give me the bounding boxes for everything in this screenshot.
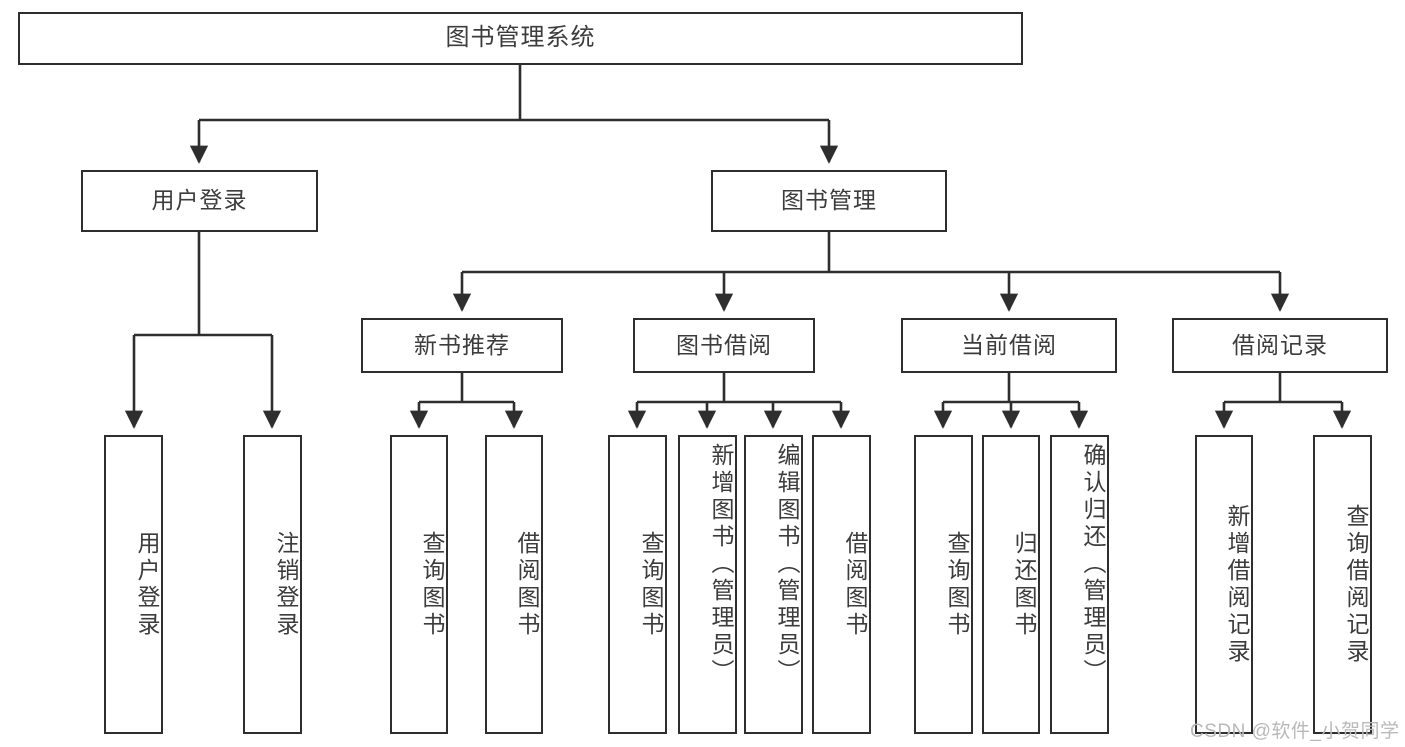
node-leaf-query-book-3-label: 查询图书 [944, 530, 970, 639]
node-new-book-rec[interactable]: 新书推荐 [361, 318, 563, 373]
leaf-text-wrap: 借阅图书 [814, 437, 869, 732]
node-leaf-borrow-book-2-label: 借阅图书 [842, 530, 868, 639]
node-leaf-add-book-label: 新增图书（管理员） [708, 443, 734, 686]
node-leaf-return-book[interactable]: 归还图书 [982, 435, 1040, 734]
node-leaf-borrow-book-1[interactable]: 借阅图书 [485, 435, 543, 734]
node-book-manage-label: 图书管理 [781, 187, 877, 214]
node-book-manage[interactable]: 图书管理 [711, 170, 947, 232]
leaf-text-wrap: 查询借阅记录 [1315, 437, 1370, 732]
node-root[interactable]: 图书管理系统 [18, 12, 1023, 65]
node-book-borrow-label: 图书借阅 [676, 331, 772, 358]
node-leaf-query-record-label: 查询借阅记录 [1343, 503, 1369, 666]
node-leaf-edit-book-label: 编辑图书（管理员） [774, 443, 800, 686]
node-leaf-return-book-label: 归还图书 [1011, 530, 1037, 639]
node-leaf-add-book[interactable]: 新增图书（管理员） [678, 435, 737, 734]
node-leaf-edit-book[interactable]: 编辑图书（管理员） [744, 435, 803, 734]
leaf-text-wrap: 确认归还（管理员） [1052, 437, 1107, 732]
leaf-text-wrap: 用户登录 [106, 437, 161, 732]
node-leaf-query-record[interactable]: 查询借阅记录 [1313, 435, 1372, 734]
leaf-text-wrap: 归还图书 [984, 437, 1038, 732]
watermark-text: CSDN @软件_小贺同学 [1190, 721, 1400, 742]
leaf-text-wrap: 查询图书 [392, 437, 446, 732]
node-new-book-rec-label: 新书推荐 [414, 331, 510, 358]
node-leaf-query-book-3[interactable]: 查询图书 [914, 435, 973, 734]
leaf-text-wrap: 新增借阅记录 [1197, 437, 1251, 732]
node-leaf-user-login-label: 用户登录 [134, 530, 160, 639]
leaf-text-wrap: 查询图书 [916, 437, 971, 732]
node-current-borrow-label: 当前借阅 [961, 331, 1057, 358]
node-leaf-user-logout[interactable]: 注销登录 [243, 435, 302, 734]
leaf-text-wrap: 注销登录 [245, 437, 300, 732]
node-current-borrow[interactable]: 当前借阅 [901, 318, 1117, 373]
node-leaf-query-book-2-label: 查询图书 [638, 530, 664, 639]
node-book-borrow[interactable]: 图书借阅 [633, 318, 815, 373]
leaf-text-wrap: 借阅图书 [487, 437, 541, 732]
node-leaf-user-logout-label: 注销登录 [273, 530, 299, 639]
node-leaf-query-book-1-label: 查询图书 [419, 530, 445, 639]
node-user-login[interactable]: 用户登录 [81, 170, 318, 232]
node-leaf-add-record-label: 新增借阅记录 [1224, 503, 1250, 666]
node-leaf-query-book-2[interactable]: 查询图书 [608, 435, 667, 734]
node-borrow-record[interactable]: 借阅记录 [1172, 318, 1388, 373]
node-borrow-record-label: 借阅记录 [1232, 331, 1328, 358]
node-leaf-confirm-return-label: 确认归还（管理员） [1080, 443, 1106, 686]
node-leaf-borrow-book-1-label: 借阅图书 [514, 530, 540, 639]
leaf-text-wrap: 查询图书 [610, 437, 665, 732]
leaf-text-wrap: 新增图书（管理员） [680, 437, 735, 732]
node-leaf-confirm-return[interactable]: 确认归还（管理员） [1050, 435, 1109, 734]
node-leaf-borrow-book-2[interactable]: 借阅图书 [812, 435, 871, 734]
node-leaf-user-login[interactable]: 用户登录 [104, 435, 163, 734]
node-user-login-label: 用户登录 [151, 187, 248, 214]
node-root-label: 图书管理系统 [445, 24, 596, 52]
leaf-text-wrap: 编辑图书（管理员） [746, 437, 801, 732]
node-leaf-query-book-1[interactable]: 查询图书 [390, 435, 448, 734]
node-leaf-add-record[interactable]: 新增借阅记录 [1195, 435, 1253, 734]
